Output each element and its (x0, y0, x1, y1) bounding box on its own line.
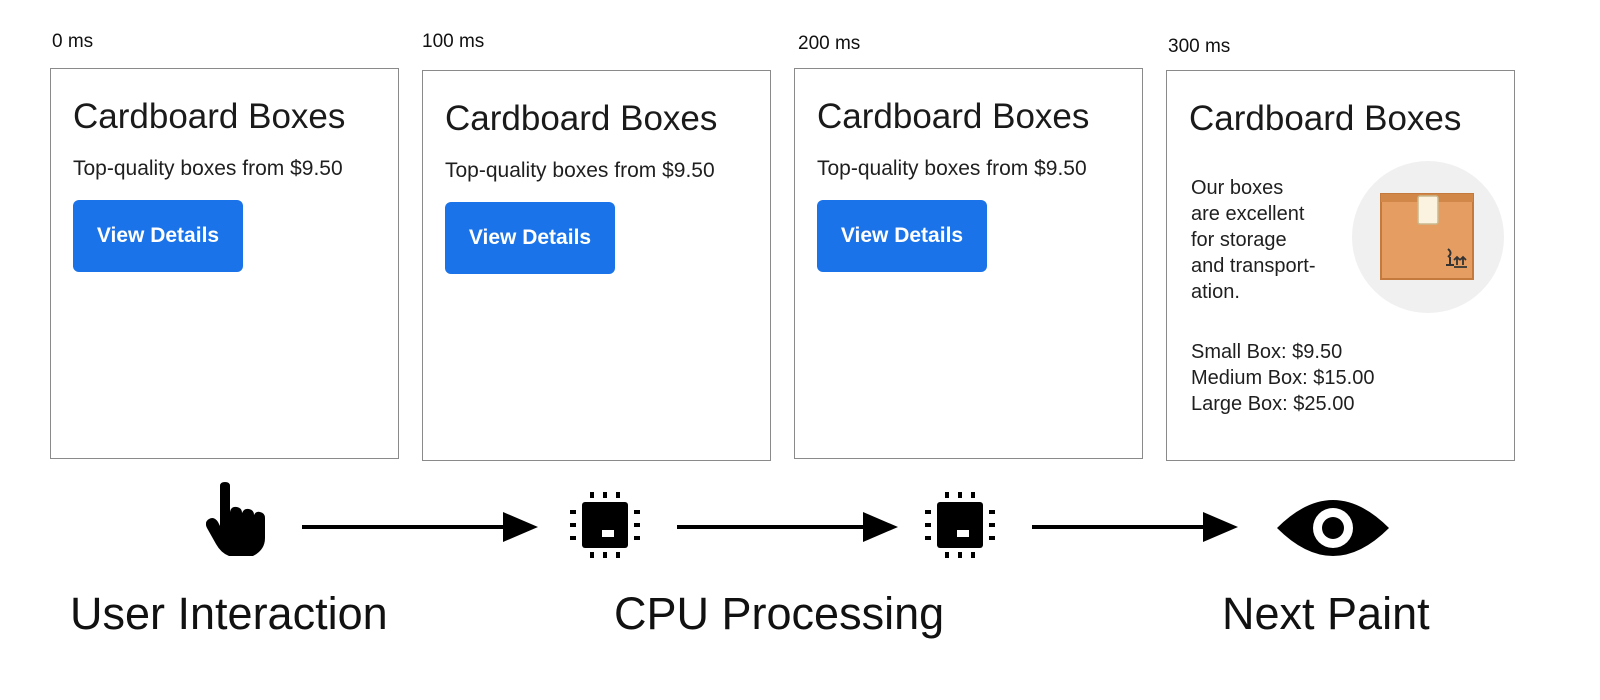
frame-title: Cardboard Boxes (73, 97, 346, 136)
caption-next-paint: Next Paint (1222, 588, 1430, 639)
arrow-right-icon (1032, 512, 1238, 542)
cpu-chip-icon (925, 492, 995, 558)
description-line: ation. (1191, 281, 1240, 303)
frame-title: Cardboard Boxes (1189, 99, 1462, 138)
frame-subtitle: Top-quality boxes from $9.50 (817, 157, 1087, 180)
product-description: Our boxes are excellent for storage and … (1191, 175, 1341, 305)
frame-200ms: Cardboard Boxes Top-quality boxes from $… (794, 68, 1143, 459)
arrow-right-icon (677, 512, 898, 542)
frame-title: Cardboard Boxes (817, 97, 1090, 136)
frame-100ms: Cardboard Boxes Top-quality boxes from $… (422, 70, 771, 461)
arrow-right-icon (302, 512, 538, 542)
description-line: and transport- (1191, 255, 1316, 277)
frame-subtitle: Top-quality boxes from $9.50 (445, 159, 715, 182)
time-label-200: 200 ms (798, 33, 861, 54)
cpu-chip-icon (570, 492, 640, 558)
caption-cpu-processing: CPU Processing (614, 588, 945, 639)
frame-subtitle: Top-quality boxes from $9.50 (73, 157, 343, 180)
time-label-0: 0 ms (52, 31, 94, 52)
price-large: Large Box: $25.00 (1191, 393, 1355, 415)
frame-0ms: Cardboard Boxes Top-quality boxes from $… (50, 68, 399, 459)
description-line: are excellent (1191, 203, 1305, 225)
eye-icon (1277, 500, 1389, 556)
price-list: Small Box: $9.50 Medium Box: $15.00 Larg… (1191, 339, 1374, 417)
frame-title: Cardboard Boxes (445, 99, 718, 138)
description-line: for storage (1191, 229, 1287, 251)
time-label-100: 100 ms (422, 31, 485, 52)
price-small: Small Box: $9.50 (1191, 341, 1343, 363)
time-label-300: 300 ms (1168, 36, 1231, 57)
view-details-button[interactable]: View Details (817, 200, 987, 272)
cardboard-box-icon (1352, 161, 1504, 313)
price-medium: Medium Box: $15.00 (1191, 367, 1375, 389)
view-details-button[interactable]: View Details (73, 200, 243, 272)
pointer-hand-icon (206, 482, 265, 556)
caption-user-interaction: User Interaction (70, 588, 388, 639)
description-line: Our boxes (1191, 177, 1284, 199)
view-details-button[interactable]: View Details (445, 202, 615, 274)
frame-300ms: Cardboard Boxes Our boxes are excellent … (1166, 70, 1515, 461)
